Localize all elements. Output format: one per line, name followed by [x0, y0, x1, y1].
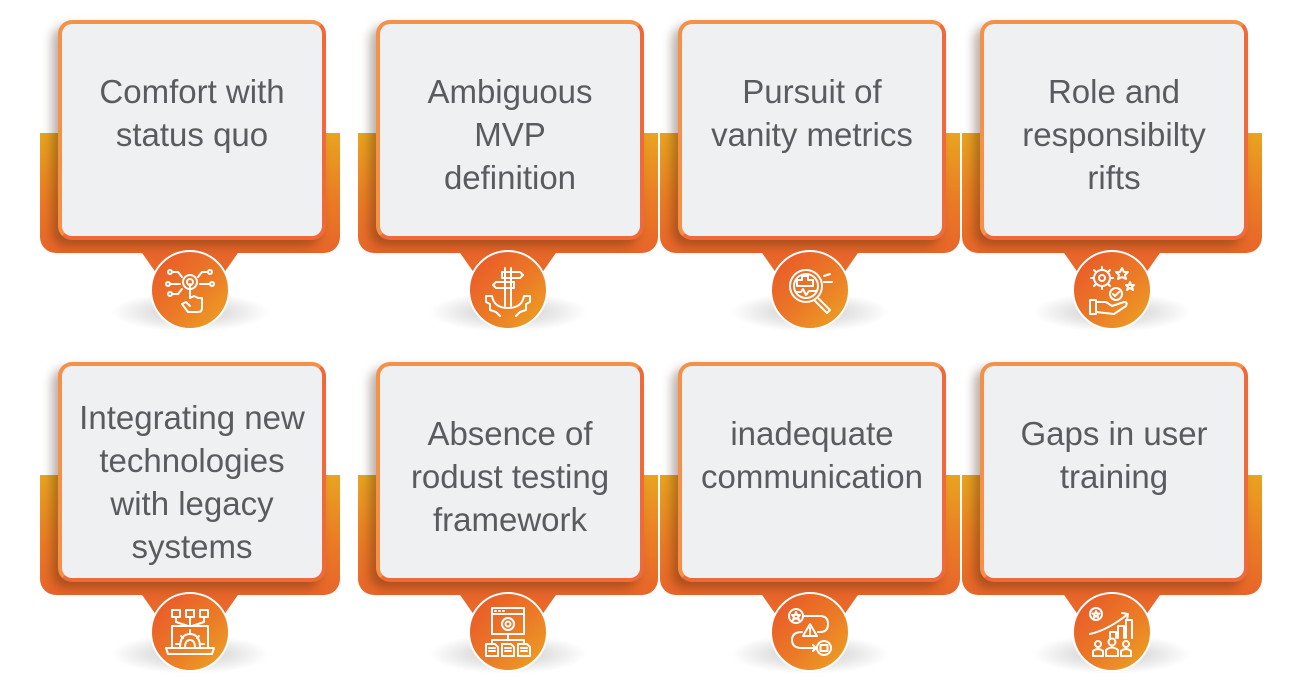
tile-absence-of-robust-testing: Absence of rodust testing framework [358, 362, 658, 692]
card: Comfort with status quo [58, 20, 326, 240]
card-label: Role and responsibilty rifts [1022, 73, 1206, 196]
tile-pursuit-of-vanity-metrics: Pursuit of vanity metrics [660, 20, 960, 350]
tile-comfort-with-status-quo: Comfort with status quo [40, 20, 340, 350]
browser-gear-documents-icon [468, 592, 548, 672]
tile-gaps-in-user-training: Gaps in user training [962, 362, 1262, 692]
workflow-warning-icon [770, 592, 850, 672]
card: inadequate communication [678, 362, 946, 582]
tile-role-and-responsibility-rifts: Role and responsibilty rifts [962, 20, 1262, 350]
magnifier-chart-icon [770, 250, 850, 330]
card-label: Ambiguous MVP definition [427, 73, 593, 196]
card-label: Gaps in user training [1020, 415, 1208, 495]
card: Role and responsibilty rifts [980, 20, 1248, 240]
tile-ambiguous-mvp-definition: Ambiguous MVP definition [358, 20, 658, 350]
card: Absence of rodust testing framework [376, 362, 644, 582]
card: Ambiguous MVP definition [376, 20, 644, 240]
card-label: Comfort with status quo [99, 73, 285, 153]
card: Integrating new technologies with legacy… [58, 362, 326, 582]
laptop-gear-network-icon [150, 592, 230, 672]
card-label: Absence of rodust testing framework [410, 415, 610, 538]
card-label: inadequate communication [701, 415, 923, 495]
card: Pursuit of vanity metrics [678, 20, 946, 240]
touch-gear-network-icon [150, 250, 230, 330]
card: Gaps in user training [980, 362, 1248, 582]
tile-integrating-new-technologies: Integrating new technologies with legacy… [40, 362, 340, 692]
card-label: Integrating new technologies with legacy… [79, 399, 305, 565]
card-label: Pursuit of vanity metrics [711, 73, 913, 153]
signpost-gear-icon [468, 250, 548, 330]
gear-hand-check-icon [1072, 250, 1152, 330]
tile-inadequate-communication: inadequate communication [660, 362, 960, 692]
growth-chart-users-icon [1072, 592, 1152, 672]
